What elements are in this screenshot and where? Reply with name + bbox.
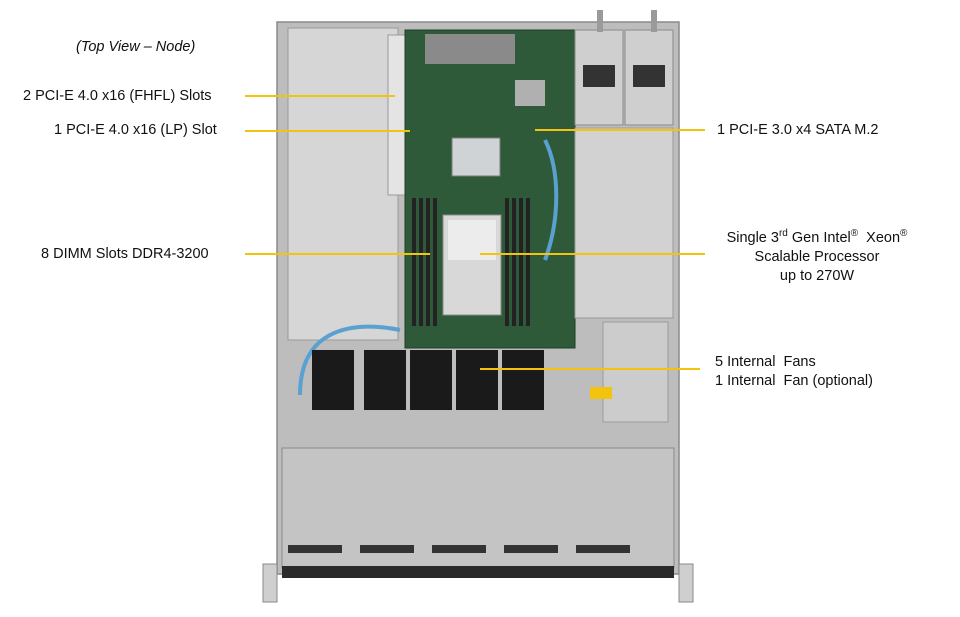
front-vents (288, 545, 630, 553)
callout-line-pcie-lp (245, 130, 410, 132)
callout-cpu-line2: Scalable Processor (754, 248, 880, 265)
callout-cpu: Single 3rd Gen Intel® Xeon® Scalable Pro… (712, 224, 922, 286)
callout-line-m2 (535, 129, 705, 131)
callout-dimm: 8 DIMM Slots DDR4-3200 (41, 246, 209, 262)
psu-handle-1 (597, 10, 603, 32)
callout-line-fans (480, 368, 700, 370)
rack-ear-right (678, 563, 694, 603)
callout-fans-line2: 1 Internal Fan (optional) (715, 373, 873, 389)
io-ports (425, 34, 515, 64)
dimm-slots (412, 198, 530, 326)
fan-array (312, 350, 544, 410)
callout-cpu-line1: Single 3rd Gen Intel® Xeon® (726, 228, 908, 246)
callout-line-dimm (245, 253, 430, 255)
callout-fans: 5 Internal Fans 1 Internal Fan (optional… (715, 353, 873, 391)
callout-cpu-line3: up to 270W (779, 267, 855, 284)
callout-pcie-fhfl: 2 PCI-E 4.0 x16 (FHFL) Slots (23, 88, 212, 104)
psu-cage (574, 127, 674, 319)
left-bay (287, 27, 399, 341)
view-title: (Top View – Node) (76, 39, 196, 55)
callout-line-cpu (480, 253, 705, 255)
drive-cage (602, 321, 669, 423)
callout-fans-line1: 5 Internal Fans (715, 354, 816, 370)
front-bezel (282, 566, 674, 578)
bmc-chip (515, 80, 545, 106)
rack-ear-left (262, 563, 278, 603)
callout-pcie-lp: 1 PCI-E 4.0 x16 (LP) Slot (54, 122, 217, 138)
chipset-heatsink (451, 137, 501, 177)
callout-line-pcie-fhfl (245, 95, 395, 97)
callout-m2: 1 PCI-E 3.0 x4 SATA M.2 (717, 122, 879, 138)
psu-handle-2 (651, 10, 657, 32)
